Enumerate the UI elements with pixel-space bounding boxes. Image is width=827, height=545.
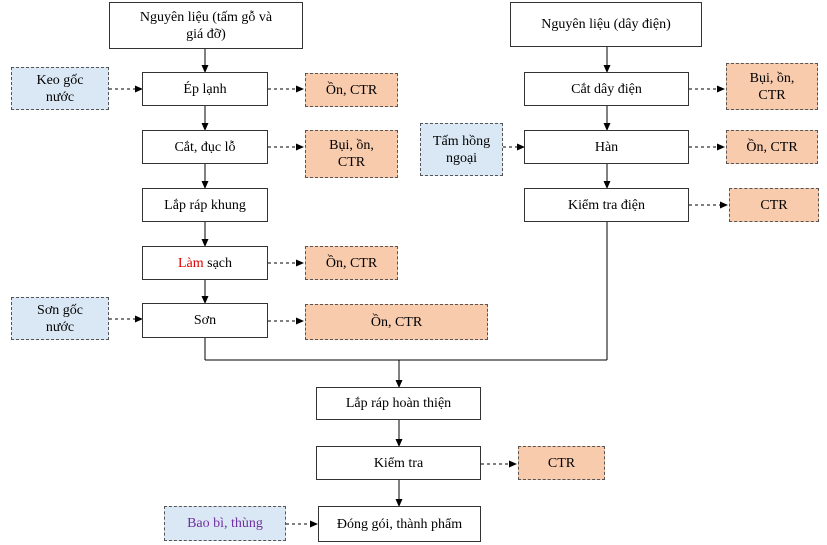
step-cold-press: Ép lạnh [142, 72, 268, 106]
input-packaging-material: Bao bì, thùng [164, 506, 286, 541]
emission-wire-cutting: Bụi, ồn, CTR [726, 63, 818, 110]
emission-cold-press: Ồn, CTR [305, 73, 398, 107]
emission-welding: Ồn, CTR [726, 130, 818, 164]
emission-cleaning: Ồn, CTR [305, 246, 398, 280]
step-welding: Hàn [524, 130, 689, 164]
emission-inspection: CTR [518, 446, 605, 480]
emission-painting: Ồn, CTR [305, 304, 488, 340]
step-wire-cutting: Cắt dây điện [524, 72, 689, 106]
input-infrared-panel: Tấm hồng ngoại [420, 123, 503, 176]
step-inspection: Kiểm tra [316, 446, 481, 480]
raw-material-wire-box: Nguyên liệu (dây điện) [510, 2, 702, 47]
raw-material-wood-box: Nguyên liệu (tấm gỗ và giá đỡ) [109, 2, 303, 49]
step-frame-assembly: Lắp ráp khung [142, 188, 268, 222]
step-cut-drill: Cắt, đục lỗ [142, 130, 268, 164]
input-water-paint: Sơn gốc nước [11, 297, 109, 340]
step-packaging: Đóng gói, thành phẩm [318, 506, 481, 542]
input-water-glue: Keo gốc nước [11, 67, 109, 110]
cleaning-label-rest: sạch [207, 255, 233, 271]
cleaning-label-highlight: Làm [177, 255, 204, 271]
emission-electrical-test: CTR [729, 188, 819, 222]
emission-cut-drill: Bụi, ồn, CTR [305, 130, 398, 178]
step-electrical-test: Kiểm tra điện [524, 188, 689, 222]
step-painting: Sơn [142, 303, 268, 338]
step-cleaning: Làm sạch [142, 246, 268, 280]
step-final-assembly: Lắp ráp hoàn thiện [316, 387, 481, 420]
